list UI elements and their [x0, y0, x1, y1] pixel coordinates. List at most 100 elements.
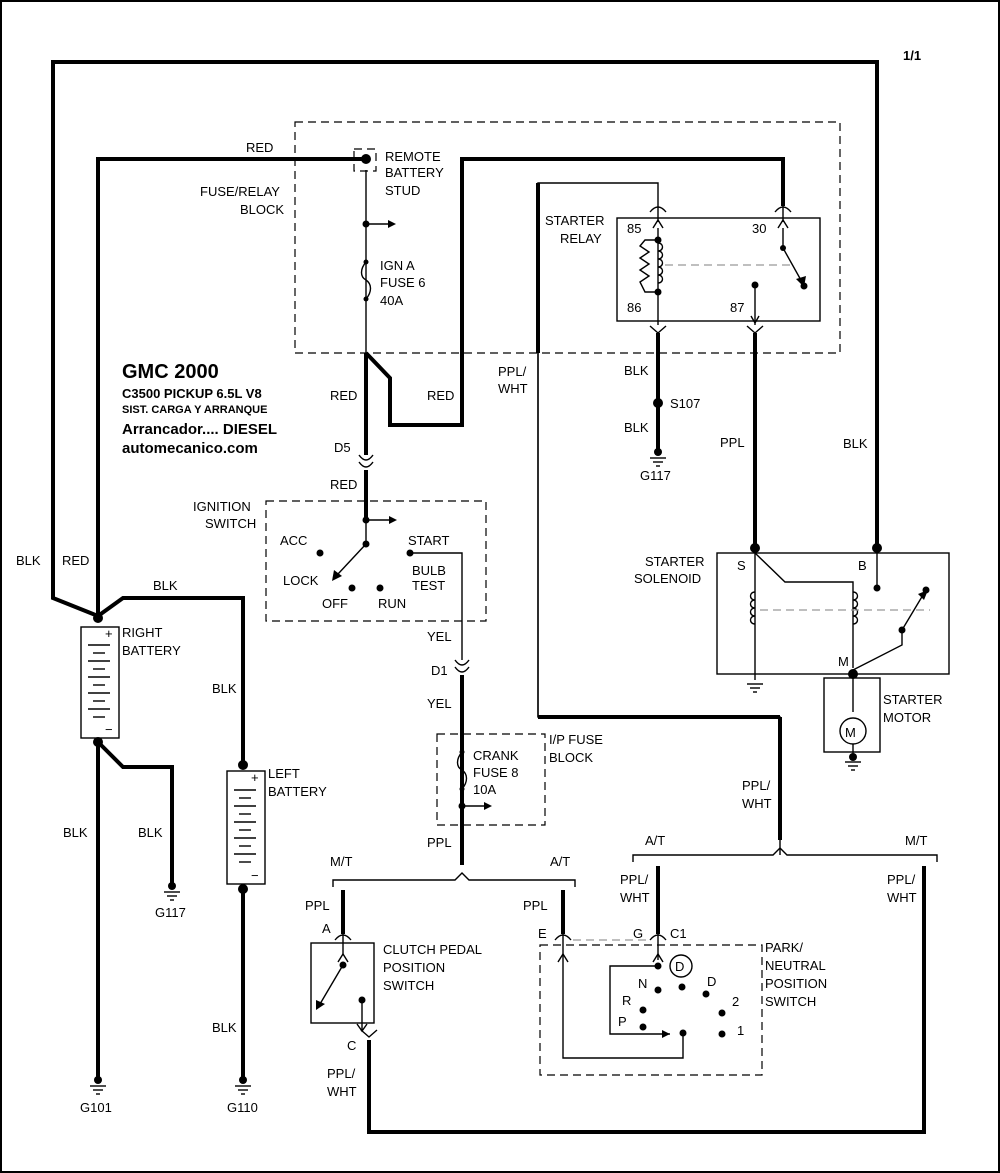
svg-text:D1: D1: [431, 663, 448, 678]
vehicle-model: C3500 PICKUP 6.5L V8: [122, 386, 262, 401]
diagram-title: GMC 2000: [122, 361, 219, 383]
svg-text:TEST: TEST: [412, 578, 445, 593]
ignition-switch-label: IGNITION: [193, 499, 251, 514]
svg-text:M: M: [838, 654, 849, 669]
transmission-branch-left: M/T A/T PPL PPL: [305, 854, 576, 934]
svg-text:86: 86: [627, 300, 641, 315]
fuse-8-icon: [456, 751, 468, 790]
svg-text:P: P: [618, 1014, 627, 1029]
svg-text:START: START: [408, 533, 449, 548]
svg-text:SOLENOID: SOLENOID: [634, 571, 701, 586]
svg-text:30: 30: [752, 221, 766, 236]
svg-text:BULB: BULB: [412, 563, 446, 578]
svg-text:OFF: OFF: [322, 596, 348, 611]
svg-text:RED: RED: [62, 553, 89, 568]
pn-switch-label: PARK/: [765, 940, 803, 955]
starter-motor: M STARTER MOTOR: [823, 674, 942, 771]
red-battery-cable: [96, 157, 366, 616]
right-battery: + − RIGHT BATTERY: [80, 613, 181, 747]
svg-text:NEUTRAL: NEUTRAL: [765, 958, 826, 973]
svg-text:REMOTE: REMOTE: [385, 149, 441, 164]
svg-text:LOCK: LOCK: [283, 573, 319, 588]
red-wire-to-relay: [364, 157, 785, 427]
splice-s107: [653, 398, 663, 408]
svg-text:R: R: [622, 993, 631, 1008]
svg-text:G110: G110: [227, 1100, 258, 1115]
svg-text:SWITCH: SWITCH: [765, 994, 816, 1009]
starter-solenoid: STARTER SOLENOID S B M: [634, 543, 950, 693]
section-name: Arrancador.... DIESEL: [122, 421, 277, 438]
battery-cables: BLK RED BLK BLK BLK BLK BLK: [16, 553, 245, 1078]
svg-text:YEL: YEL: [427, 696, 452, 711]
ip-fuse-block: I/P FUSE BLOCK CRANK FUSE 8 10A: [436, 732, 603, 826]
svg-text:BLK: BLK: [624, 420, 649, 435]
svg-text:PPL: PPL: [427, 835, 452, 850]
svg-text:E: E: [538, 926, 547, 941]
wire-label-red-1: RED: [246, 140, 273, 155]
svg-text:MOTOR: MOTOR: [883, 710, 931, 725]
arrow-right-icon: [388, 220, 396, 228]
svg-text:BATTERY: BATTERY: [122, 643, 181, 658]
svg-text:BLK: BLK: [138, 825, 163, 840]
arrow-right-icon: [389, 516, 397, 524]
fuse-6-icon: [360, 261, 372, 300]
ground-icon: [650, 457, 666, 467]
clutch-switch-label: CLUTCH PEDAL: [383, 942, 482, 957]
ground-icon: [747, 683, 763, 693]
svg-text:FUSE 6: FUSE 6: [380, 275, 426, 290]
svg-text:IGN A: IGN A: [380, 258, 415, 273]
wire-label-red-2: RED: [330, 388, 357, 403]
svg-text:BLK: BLK: [212, 1020, 237, 1035]
svg-text:POSITION: POSITION: [765, 976, 827, 991]
svg-text:+: +: [251, 770, 259, 785]
svg-text:RELAY: RELAY: [560, 231, 602, 246]
page-number: 1/1: [903, 48, 921, 63]
ppl-wht-return-wire: [367, 866, 926, 1134]
starter-solenoid-label: STARTER: [645, 554, 704, 569]
svg-text:BLK: BLK: [153, 578, 178, 593]
svg-text:M: M: [845, 725, 856, 740]
left-battery-label: LEFT: [268, 766, 300, 781]
svg-text:CRANK: CRANK: [473, 748, 519, 763]
svg-text:G101: G101: [80, 1100, 112, 1115]
svg-text:C1: C1: [670, 926, 687, 941]
left-battery: + − LEFT BATTERY: [226, 760, 327, 894]
svg-text:ACC: ACC: [280, 533, 307, 548]
fuse-relay-block: FUSE/RELAY BLOCK REMOTE BATTERY STUD IGN…: [200, 121, 841, 354]
ground-g110: G110: [227, 1076, 258, 1115]
svg-text:C: C: [347, 1038, 356, 1053]
svg-text:FUSE 8: FUSE 8: [473, 765, 519, 780]
svg-text:BLK: BLK: [16, 553, 41, 568]
svg-text:SWITCH: SWITCH: [383, 978, 434, 993]
svg-text:BLOCK: BLOCK: [240, 202, 284, 217]
svg-text:PPL: PPL: [720, 435, 745, 450]
wire-label-red-4: RED: [330, 477, 357, 492]
svg-text:87: 87: [730, 300, 744, 315]
blk-battery-cable: [51, 60, 879, 618]
wire-label-red-3: RED: [427, 388, 454, 403]
svg-text:WHT: WHT: [327, 1084, 357, 1099]
svg-text:A/T: A/T: [550, 854, 570, 869]
system-name: SIST. CARGA Y ARRANQUE: [122, 404, 267, 416]
svg-text:D5: D5: [334, 440, 351, 455]
svg-text:S: S: [737, 558, 746, 573]
svg-text:PPL: PPL: [305, 898, 330, 913]
svg-text:M/T: M/T: [330, 854, 352, 869]
svg-text:A: A: [322, 921, 331, 936]
ignition-switch: D5 IGNITION SWITCH ACC LOCK OFF RUN STAR…: [193, 440, 487, 660]
svg-text:G: G: [633, 926, 643, 941]
ground-g117-battery: G117: [155, 882, 186, 920]
svg-text:BLK: BLK: [624, 363, 649, 378]
svg-text:G117: G117: [640, 468, 671, 483]
svg-text:BLK: BLK: [212, 681, 237, 696]
relay-switch-contact: [782, 247, 803, 283]
svg-text:YEL: YEL: [427, 629, 452, 644]
diagram-header: GMC 2000 C3500 PICKUP 6.5L V8 SIST. CARG…: [122, 361, 277, 457]
fuse-relay-block-label: FUSE/RELAY: [200, 184, 280, 199]
svg-text:SWITCH: SWITCH: [205, 516, 256, 531]
svg-text:B: B: [858, 558, 867, 573]
website: automecanico.com: [122, 440, 258, 457]
svg-text:STUD: STUD: [385, 183, 420, 198]
svg-text:85: 85: [627, 221, 641, 236]
